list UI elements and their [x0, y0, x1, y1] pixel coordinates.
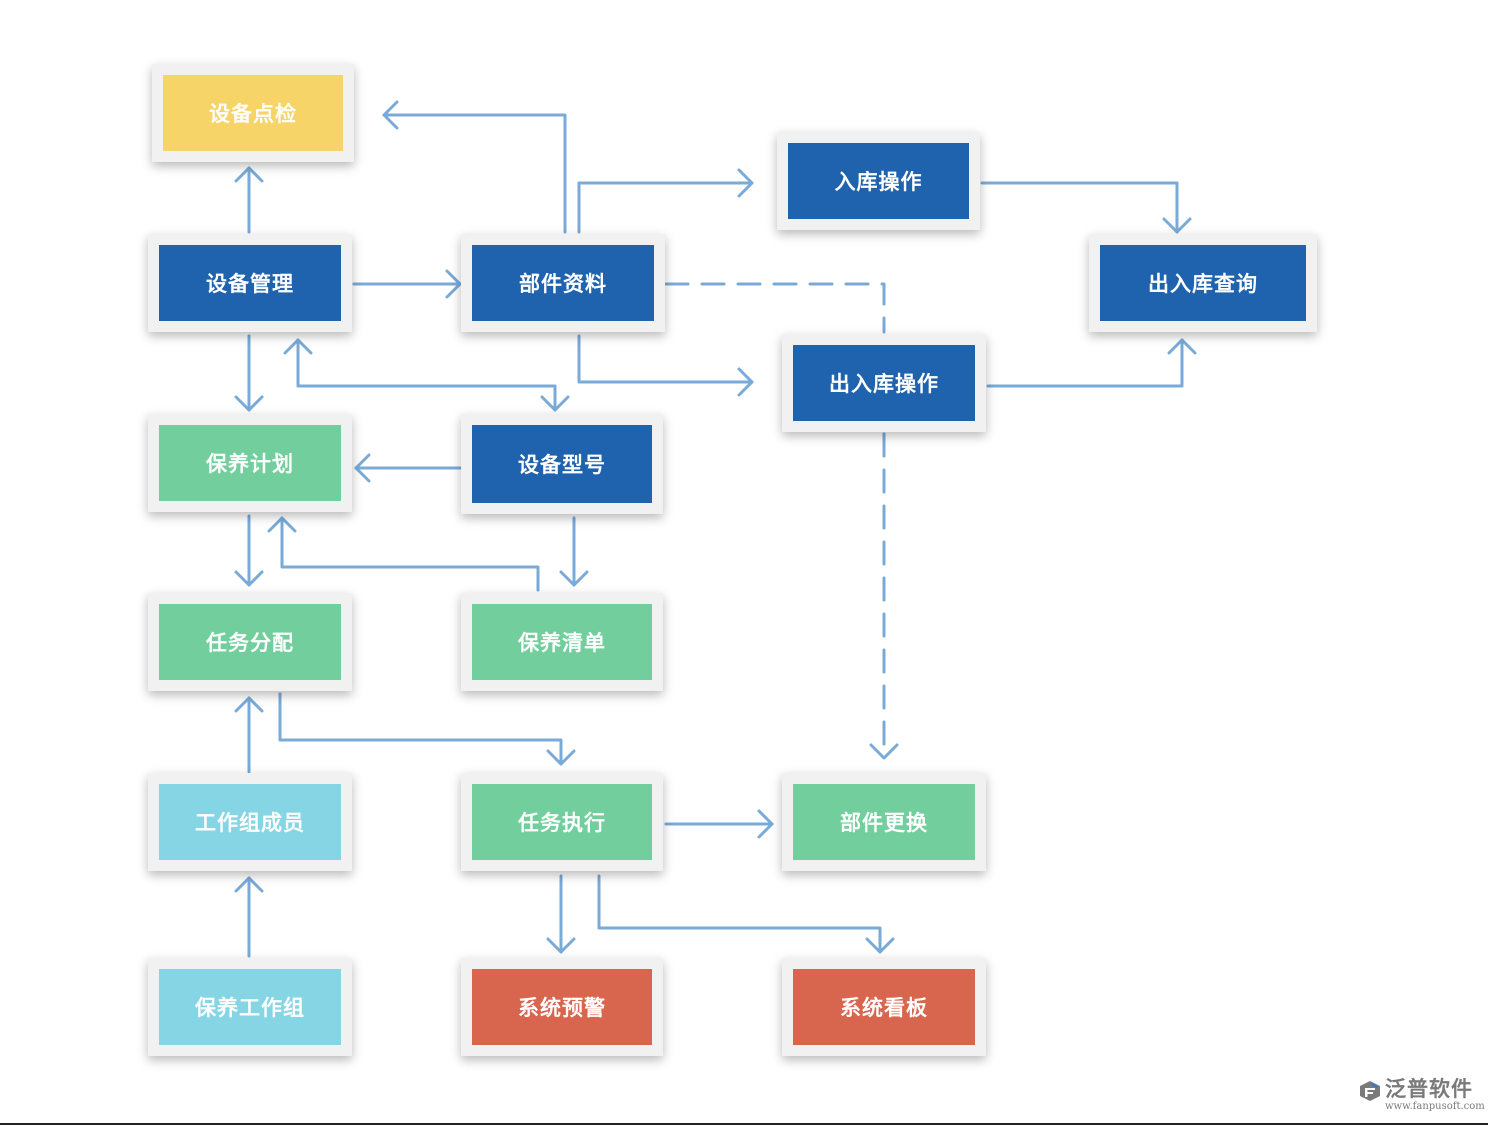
edge-baoyang-qingdan-to-baoyang-jihua: [280, 516, 540, 592]
node-baoyang-gongzuozu[interactable]: 保养工作组: [148, 958, 352, 1056]
node-gongzuozu-chengyuan[interactable]: 工作组成员: [148, 773, 352, 871]
arrowhead-up: [234, 876, 264, 893]
node-churuku-caozuo[interactable]: 出入库操作: [782, 334, 986, 432]
node-label: 部件资料: [519, 272, 607, 296]
node-label: 设备点检: [209, 102, 297, 126]
edge-ruku-caozuo-to-churuku-chaxun: [980, 181, 1179, 234]
node-label: 部件更换: [840, 811, 928, 835]
arrowhead-down: [234, 395, 264, 412]
node-label: 出入库操作: [829, 372, 939, 396]
arrowhead-down: [234, 570, 264, 587]
node-label: 系统看板: [840, 996, 928, 1020]
node-bujian-ziliao[interactable]: 部件资料: [461, 234, 665, 332]
node-renwu-zhixing[interactable]: 任务执行: [461, 773, 663, 871]
node-label: 系统预警: [518, 996, 606, 1020]
node-shebei-xinghao[interactable]: 设备型号: [461, 414, 663, 514]
edge-bujian-ziliao-to-ruku-caozuo: [577, 181, 754, 234]
fanpusoft-logo: 泛普软件 www.fanpusoft.com: [1358, 1077, 1485, 1113]
node-label: 保养清单: [518, 631, 606, 655]
arrowhead-left: [354, 453, 371, 483]
node-shebei-dianjian[interactable]: 设备点检: [152, 64, 354, 162]
node-baoyang-jihua[interactable]: 保养计划: [148, 414, 352, 512]
arrowhead-left: [382, 100, 399, 130]
node-label: 任务执行: [518, 811, 606, 835]
arrowhead-up: [234, 696, 264, 713]
arrowhead-up: [283, 338, 313, 355]
node-label: 工作组成员: [195, 811, 305, 835]
node-label: 保养工作组: [195, 996, 305, 1020]
node-churuku-chaxun[interactable]: 出入库查询: [1089, 234, 1317, 332]
edge-bujian-ziliao-to-shebei-dianjian: [382, 113, 567, 234]
arrowhead-down: [559, 570, 589, 587]
logo-brand-name: 泛普软件: [1385, 1077, 1473, 1101]
node-label: 入库操作: [834, 170, 923, 194]
node-shebei-guanli[interactable]: 设备管理: [148, 234, 352, 332]
logo-text-group: 泛普软件 www.fanpusoft.com: [1385, 1077, 1485, 1113]
arrowhead-right: [737, 168, 754, 198]
edge-bujian-ziliao-to-churuku-caozuo: [577, 334, 754, 384]
node-baoyang-qingdan[interactable]: 保养清单: [461, 593, 663, 691]
arrowhead-down: [540, 395, 570, 412]
node-xitong-yujing[interactable]: 系统预警: [461, 958, 663, 1056]
arrowhead-right: [757, 809, 774, 839]
edge-shebei-guanli-shebei-xinghao: [296, 338, 557, 412]
arrowhead-down: [546, 937, 576, 954]
edge-churuku-caozuo-to-churuku-chaxun: [986, 338, 1184, 388]
node-label: 设备型号: [518, 453, 606, 477]
connectors: [234, 100, 1197, 958]
arrowhead-down: [1162, 217, 1192, 234]
node-label: 保养计划: [206, 452, 294, 476]
arrowhead-down: [865, 937, 895, 954]
bottom-divider: [0, 1123, 1488, 1125]
arrowhead-right: [445, 269, 462, 299]
arrowhead-up: [1167, 338, 1197, 355]
arrowhead-up: [267, 516, 297, 533]
node-renwu-fenpei[interactable]: 任务分配: [148, 593, 352, 691]
arrowhead-down: [869, 743, 899, 760]
node-xitong-kanban[interactable]: 系统看板: [782, 958, 986, 1056]
arrowhead-up: [234, 166, 264, 183]
arrowhead-right: [737, 367, 754, 397]
node-label: 任务分配: [206, 631, 294, 655]
edge-bujian-ziliao-to-bujian-genghuan: [664, 282, 886, 334]
node-label: 出入库查询: [1148, 272, 1258, 296]
node-bujian-genghuan[interactable]: 部件更换: [782, 773, 986, 871]
edge-renwu-zhixing-to-xitong-kanban: [597, 874, 882, 954]
node-ruku-caozuo[interactable]: 入库操作: [777, 132, 980, 230]
logo-url: www.fanpusoft.com: [1385, 1101, 1485, 1112]
node-label: 设备管理: [206, 272, 294, 296]
fanpu-logo-icon: [1360, 1081, 1380, 1101]
edge-renwu-fenpei-to-renwu-zhixing: [278, 692, 563, 766]
arrowhead-down: [546, 749, 576, 766]
